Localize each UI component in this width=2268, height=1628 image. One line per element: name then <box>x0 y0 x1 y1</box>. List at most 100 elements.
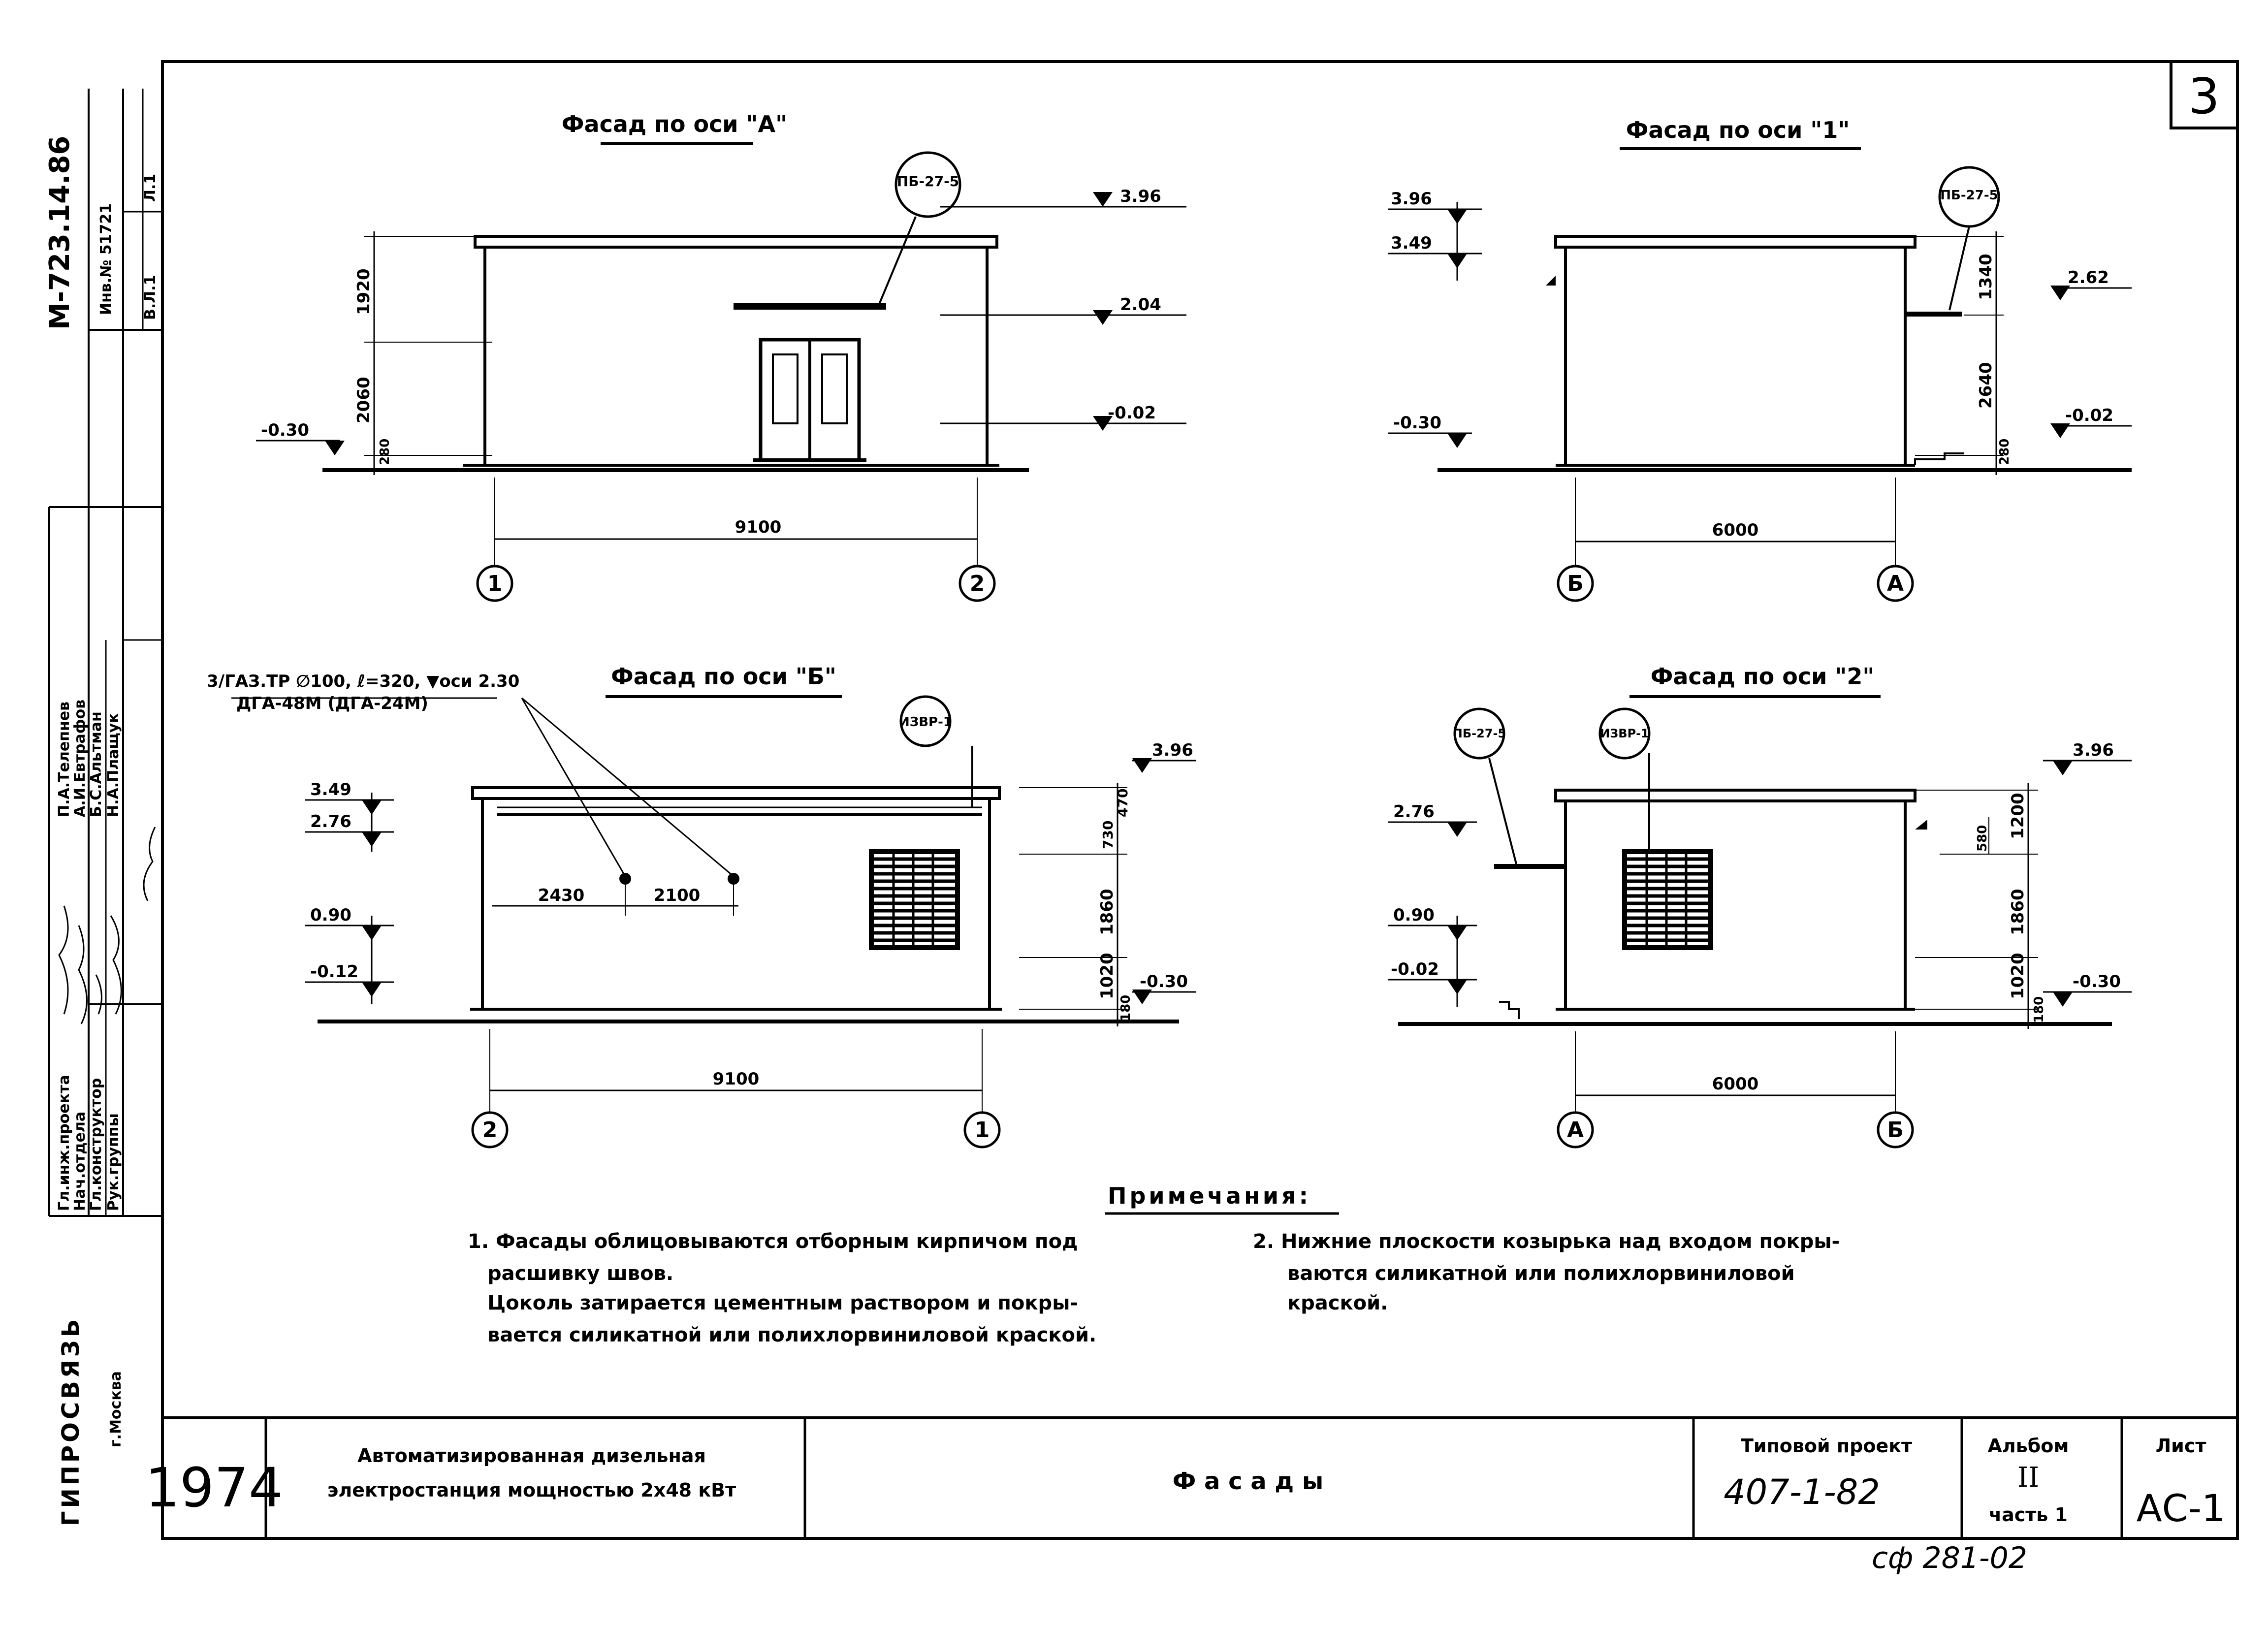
facade-a-vdim-upper: 1920 <box>354 268 374 315</box>
facade-b-width: 9100 <box>713 1069 760 1089</box>
note-2-line-1: 2. Нижние плоскости козырька над входом … <box>1253 1230 1840 1253</box>
facade-1-level-ground: -0.30 <box>1393 413 1441 433</box>
facade-2-vdim-small: 580 <box>1975 825 1990 852</box>
name-1: П.А.Телепнев <box>56 702 73 817</box>
tb-part: часть 1 <box>1989 1504 2068 1526</box>
tb-sheet-title: Ф а с а д ы <box>1173 1468 1324 1495</box>
facade-2-axis-left: А <box>1567 1117 1584 1143</box>
doc-number: М-723.14.86 <box>44 136 76 330</box>
facade-axis-a: Фасад по оси "А" ПБ-27-5 3.96 2.04 -0.0 <box>256 111 1186 602</box>
tb-list-label: Лист <box>2156 1435 2206 1457</box>
facade-b-vdim-sill: 1020 <box>1097 953 1117 999</box>
tb-list-code: АС-1 <box>2137 1486 2226 1530</box>
org-name: ГИПРОСВЯЗЬ <box>57 1316 85 1526</box>
facade-2-vdim-sill: 1020 <box>2008 953 2028 999</box>
facade-1-vdim-plinth: 280 <box>1997 439 2012 465</box>
facade-a-level-canopy: 2.04 <box>1120 295 1161 315</box>
facade-2-width: 6000 <box>1712 1074 1759 1094</box>
louver-window-2 <box>1622 849 1713 950</box>
facade-2-level-top: 3.96 <box>2073 740 2114 760</box>
sheet-frame: 3 <box>161 60 2239 1540</box>
tb-year: 1974 <box>145 1456 283 1519</box>
facade-b-hdim-1: 2430 <box>538 886 585 905</box>
facade-a-level-floor: -0.02 <box>1108 403 1156 423</box>
facade-1-axis-right: А <box>1887 571 1904 596</box>
title-block: 1974 Автоматизированная дизельная электр… <box>145 1416 2237 1575</box>
facade-1-level-roof: 3.49 <box>1391 233 1432 253</box>
org-city: г.Москва <box>107 1371 125 1447</box>
facade-b-callout-1: 3/ГАЗ.ТР ∅100, ℓ=320, ▼оси 2.30 <box>207 671 519 691</box>
door <box>753 338 866 462</box>
tb-desc-2: электростанция мощностью 2х48 кВт <box>327 1479 736 1501</box>
facade-b-level-sill: 0.90 <box>310 905 351 925</box>
role-2: Нач.отдела <box>71 1112 89 1211</box>
facade-2-vdim-upper: 1200 <box>2008 793 2028 839</box>
facade-a-level-ground: -0.30 <box>261 420 309 440</box>
tb-album-number: II <box>2017 1462 2039 1494</box>
side-stamp: М-723.14.86 Инв.№ 51721 Л.1 В.Л.1 Гл.инж… <box>44 89 162 1526</box>
canopy-slab <box>734 303 886 310</box>
facade-a-vdim-door: 2060 <box>354 377 374 423</box>
facade-1-title: Фасад по оси "1" <box>1626 117 1850 143</box>
role-4: Рук.группы <box>105 1113 122 1211</box>
facade-a-vdim-plinth: 280 <box>378 439 392 465</box>
facade-1-tag: ПБ-27-5 <box>1940 188 1998 203</box>
signatures <box>58 827 156 1024</box>
facade-2-tag-1: ПБ-27-5 <box>1453 727 1506 740</box>
notes: Примечания: 1. Фасады облицовываются отб… <box>468 1182 1840 1346</box>
note-1-line-2: расшивку швов. <box>487 1262 673 1285</box>
facade-a-level-top: 3.96 <box>1120 187 1161 206</box>
name-4: Н.А.Плащук <box>105 713 122 817</box>
facade-a-tag: ПБ-27-5 <box>897 173 959 190</box>
facade-b-title: Фасад по оси "Б" <box>611 663 836 690</box>
facade-1-axis-left: Б <box>1567 571 1584 596</box>
facade-a-axis-right: 2 <box>970 571 985 596</box>
facade-a-axis-left: 1 <box>487 571 503 596</box>
facade-a-title: Фасад по оси "А" <box>562 111 787 137</box>
facade-1-level-floor: -0.02 <box>2065 406 2113 425</box>
facade-b-vdim-a: 470 <box>1115 789 1131 817</box>
facade-1-vdim-upper: 1340 <box>1976 254 1996 300</box>
facade-2-level-sill: 0.90 <box>1393 905 1435 925</box>
tb-desc-1: Автоматизированная дизельная <box>357 1445 706 1467</box>
facade-b-axis-left: 2 <box>482 1117 498 1143</box>
facade-axis-b: Фасад по оси "Б" 3/ГАЗ.ТР ∅100, ℓ=320, ▼… <box>207 663 1196 1149</box>
facade-b-vdim-window: 1860 <box>1097 889 1117 935</box>
inv-number: Инв.№ 51721 <box>97 203 115 315</box>
tb-project-label: Типовой проект <box>1741 1435 1912 1457</box>
facade-1-level-canopy: 2.62 <box>2068 268 2109 287</box>
facade-b-level-gutter: 2.76 <box>310 812 351 831</box>
facade-2-level-floor: -0.02 <box>1391 959 1439 979</box>
facade-b-level-roof: 3.49 <box>310 780 351 799</box>
sheet-number: 3 <box>2188 67 2220 125</box>
sheet-b1: В.Л.1 <box>142 275 159 320</box>
role-3: Гл.конструктор <box>88 1078 105 1211</box>
note-2-line-3: краской. <box>1287 1292 1388 1314</box>
notes-heading: Примечания: <box>1108 1182 1311 1209</box>
facade-b-axis-right: 1 <box>975 1117 990 1143</box>
tb-bottom-code: сф 281-02 <box>1872 1541 2027 1575</box>
tb-project-number: 407-1-82 <box>1724 1472 1880 1512</box>
facade-b-callout-2: ДГА-48М (ДГА-24М) <box>236 694 428 713</box>
facade-b-hdim-2: 2100 <box>654 886 701 905</box>
facade-2-vdim-plinth: 180 <box>2032 996 2046 1023</box>
role-1: Гл.инж.проекта <box>56 1075 73 1211</box>
sheet-l1: Л.1 <box>142 174 159 202</box>
note-1-line-4: вается силикатной или полихлорвиниловой … <box>487 1324 1096 1346</box>
facade-b-vdim-plinth: 180 <box>1118 995 1133 1021</box>
facade-axis-1: Фасад по оси "1" ПБ-27-5 3.96 3.49 -0.30… <box>1388 117 2132 602</box>
name-2: А.И.Евтрафов <box>71 700 89 817</box>
facade-1-level-top: 3.96 <box>1391 189 1432 209</box>
facade-1-vdim-mid: 2640 <box>1976 362 1996 409</box>
facade-b-level-ground: -0.30 <box>1140 972 1188 991</box>
facade-b-vdim-b: 730 <box>1100 821 1116 849</box>
facade-2-level-canopy: 2.76 <box>1393 802 1435 822</box>
facade-2-axis-right: Б <box>1887 1117 1904 1143</box>
facade-b-level-low: -0.12 <box>310 962 358 982</box>
facade-a-width: 9100 <box>735 517 782 537</box>
name-3: Б.С.Альтман <box>88 711 105 817</box>
facade-2-vdim-window: 1860 <box>2008 889 2028 935</box>
facade-b-level-top: 3.96 <box>1152 740 1193 760</box>
facade-2-title: Фасад по оси "2" <box>1651 663 1875 690</box>
